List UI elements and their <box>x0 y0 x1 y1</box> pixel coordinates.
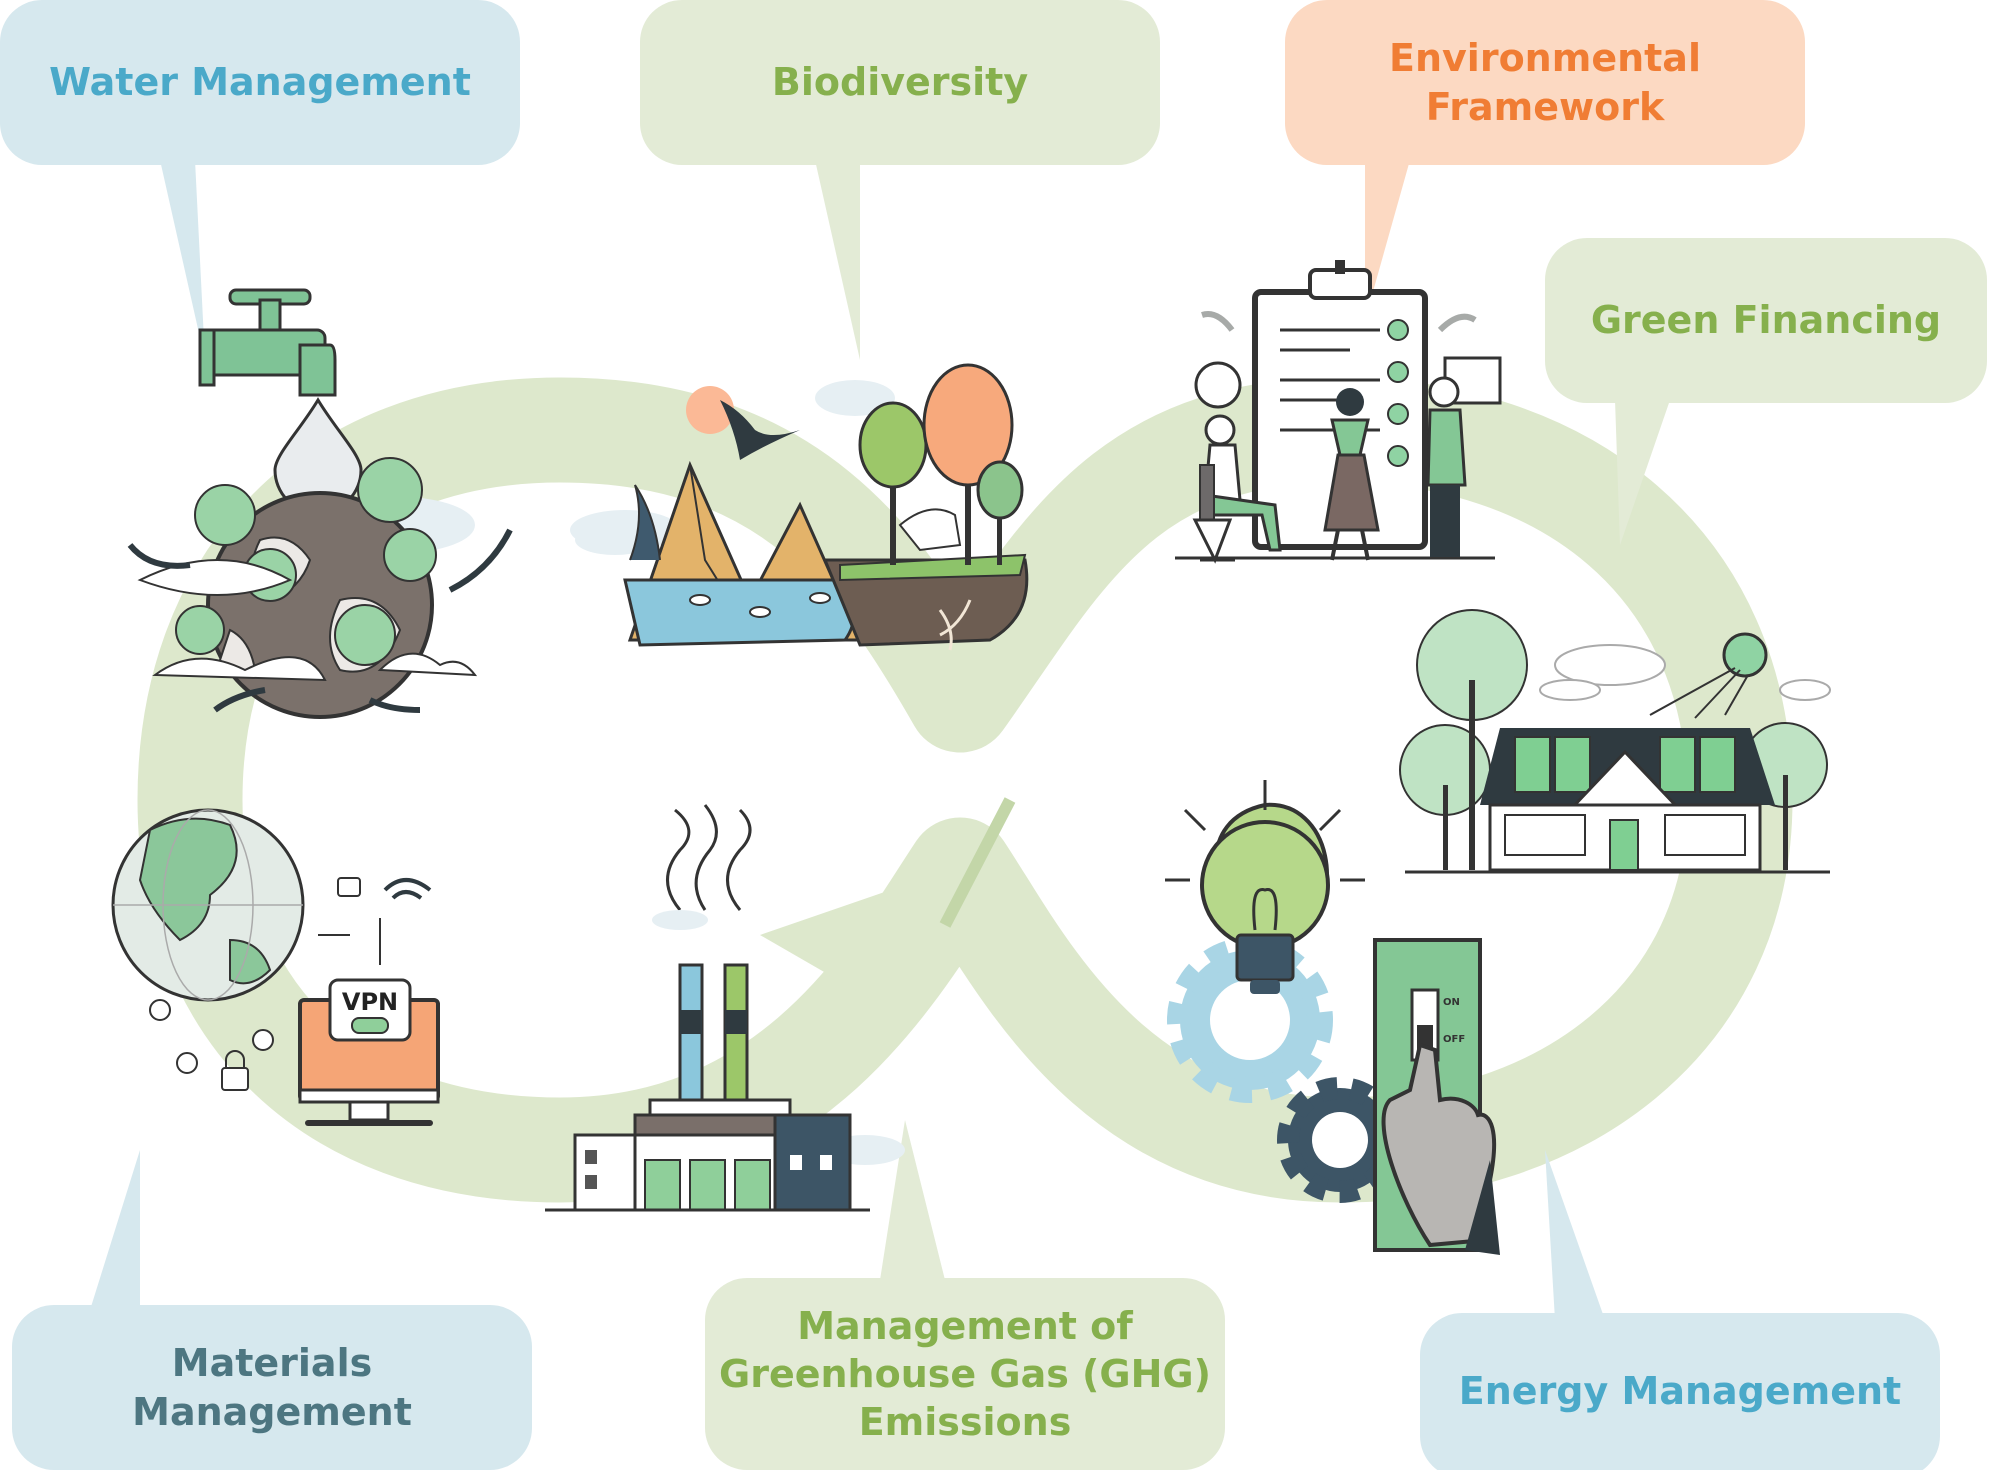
water-management-label: Water Management <box>49 60 471 105</box>
clipboard-team-icon <box>1175 260 1502 564</box>
vpn-label: VPN <box>342 988 398 1016</box>
water-management-bubble <box>0 0 520 165</box>
solar-house-icon <box>1399 609 1831 874</box>
power-switch-icon: ON OFF <box>1373 938 1500 1255</box>
loop-arrow-icon <box>760 885 905 1010</box>
green-financing-label: Green Financing <box>1590 298 1942 343</box>
bubble-tails <box>90 160 1670 1320</box>
globe-network-icon: VPN <box>111 808 440 1126</box>
materials-management-bubble <box>12 1305 532 1470</box>
biodiversity-label: Biodiversity <box>771 60 1029 105</box>
green-financing-bubble <box>1545 238 1987 403</box>
biodiversity-bubble <box>640 0 1160 165</box>
energy-management-bubble <box>1420 1313 1940 1470</box>
environmental-framework-bubble <box>1285 0 1805 165</box>
switch-on-label: ON <box>1443 997 1460 1008</box>
water-tap-earth-icon <box>127 288 680 719</box>
switch-off-label: OFF <box>1443 1034 1465 1045</box>
ecosystem-icon <box>575 363 1029 651</box>
factory-icon <box>545 804 905 1212</box>
ghg-emissions-bubble <box>705 1278 1225 1470</box>
energy-management-label: Energy Management <box>1458 1369 1902 1414</box>
